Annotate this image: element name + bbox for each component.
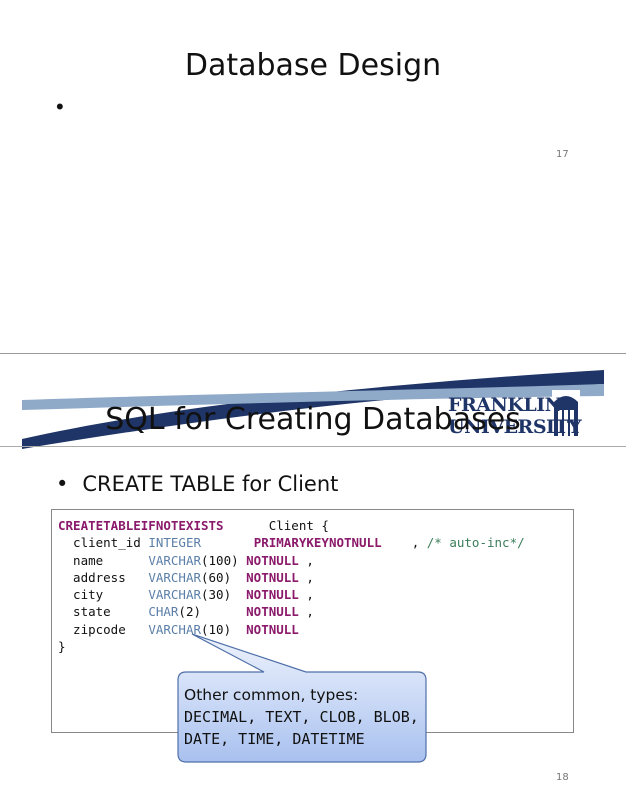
empty-bullet: • [56,94,64,119]
bullet-text: CREATE TABLE for Client [82,472,339,496]
sql-code-block: CREATETABLEIFNOTEXISTS Client { client_i… [58,518,525,655]
bullet-marker: • [56,472,69,496]
callout-text: Other common, types: DECIMAL, TEXT, CLOB… [184,686,419,748]
slide-title: SQL for Creating Databases [105,402,521,437]
page-number: 18 [556,772,569,783]
callout-bubble [177,634,427,763]
logo-wordmark: FRANKLIN UNIVERSITY [448,394,582,438]
header-swoosh-band [22,370,604,449]
franklin-logo-icon [552,390,580,436]
page-number: 17 [556,149,569,160]
slide-17: Database Design • 17 [0,0,626,354]
slide-title: Database Design [184,48,442,83]
slide-18: FRANKLIN UNIVERSITY SQL for Creating Dat… [0,354,626,800]
divider [0,446,626,447]
bullet-item: • CREATE TABLE for Client [56,472,338,496]
